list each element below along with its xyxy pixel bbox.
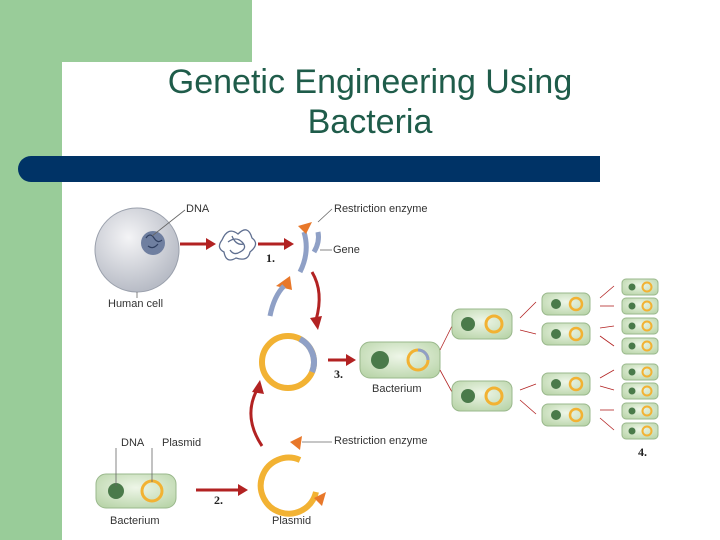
step-4-label: 4. <box>638 445 647 459</box>
bacterium-copy-2 <box>450 379 514 413</box>
bacterium-gen3-7 <box>621 402 659 420</box>
bacterium-original <box>95 473 177 509</box>
label-dna-top: DNA <box>186 203 210 215</box>
dna-strand-cut <box>267 222 321 317</box>
bacterium-gen2-4 <box>540 402 592 428</box>
dna-top-leader <box>151 209 186 237</box>
bacterium-gen3-5 <box>621 363 659 381</box>
recombinant-plasmid <box>259 333 317 391</box>
arrow-cell-to-dna-head <box>206 238 216 250</box>
bacterium-gen2-1 <box>540 291 592 317</box>
arrow-plasmid-up <box>249 387 264 447</box>
enzyme-top-leader <box>317 208 333 223</box>
label-gene: Gene <box>333 244 360 256</box>
step-3-label: 3. <box>334 367 343 381</box>
top-accent-bar <box>0 0 252 62</box>
step-2-label: 2. <box>214 493 223 507</box>
bacterium-copy-1 <box>450 307 514 341</box>
slide-title: Genetic Engineering Using Bacteria <box>130 62 610 142</box>
left-accent-bar <box>0 0 62 540</box>
label-human-cell: Human cell <box>108 298 163 310</box>
bacterium-gen3-2 <box>621 297 659 315</box>
label-bacterium-bottom: Bacterium <box>110 515 160 527</box>
replication-lines-1 <box>439 325 453 393</box>
dna-tangle <box>218 229 257 261</box>
human-cell <box>94 207 180 293</box>
bacterium-gen3-8 <box>621 422 659 440</box>
label-dna-bottom: DNA <box>121 437 145 449</box>
label-bacterium-mid: Bacterium <box>372 383 422 395</box>
replication-lines-2 <box>519 301 537 415</box>
cut-plasmid <box>257 436 326 517</box>
bacterium-gen2-3 <box>540 371 592 397</box>
enzyme-bottom-marker <box>290 436 302 450</box>
label-restriction-enzyme-top: Restriction enzyme <box>334 203 428 215</box>
label-plasmid-bottom: Plasmid <box>272 515 311 527</box>
bacterium-gen3-1 <box>621 278 659 296</box>
title-line-2: Bacteria <box>307 103 433 141</box>
label-plasmid-top: Plasmid <box>162 437 201 449</box>
bacterium-gen3-3 <box>621 317 659 335</box>
replication-lines-3 <box>599 285 615 431</box>
label-restriction-enzyme-bottom: Restriction enzyme <box>334 435 428 447</box>
title-line-1: Genetic Engineering Using <box>167 63 573 101</box>
arrow-dna-to-gene-head <box>284 238 294 250</box>
arrow-gene-down <box>310 271 321 321</box>
bacterium-gen3-4 <box>621 337 659 355</box>
bacterium-recombinant <box>359 341 441 379</box>
bacterium-gen2-2 <box>540 321 592 347</box>
enzyme-top-marker <box>298 222 312 234</box>
step-1-label: 1. <box>266 251 275 265</box>
bacterium-gen3-6 <box>621 382 659 400</box>
title-divider <box>18 156 600 182</box>
slide-card <box>62 62 720 540</box>
